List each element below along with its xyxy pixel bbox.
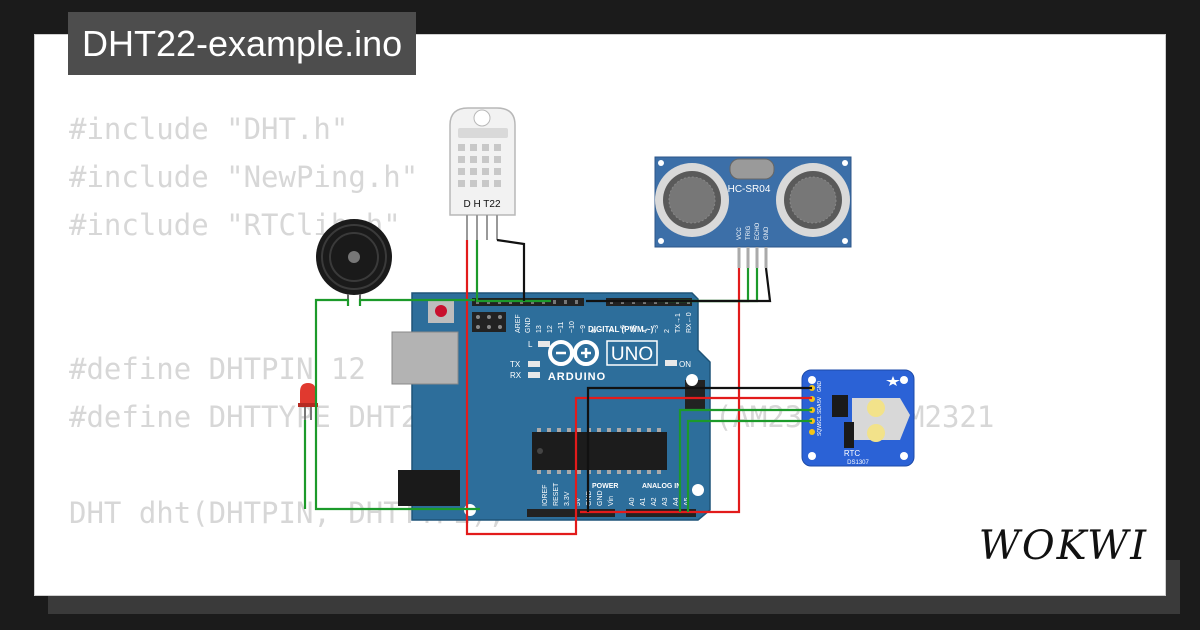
led-on-label: ON [679,360,691,369]
pin-a4: A4 [673,497,680,506]
sr04-pin-echo: ECHO [755,222,761,240]
led-rx [528,372,540,378]
pin-12: 12 [547,325,554,333]
wire-dht-vcc [465,240,812,536]
rtc-pin-5v: 5V [817,396,823,403]
pin-a1: A1 [640,497,647,506]
wire-sr04-vcc [580,268,741,514]
pin-5: ~5 [631,325,638,333]
sr04-label: HC-SR04 [728,184,771,195]
project-title: DHT22-example.ino [68,12,417,75]
wire-dht-gnd [496,238,526,301]
led-on [665,360,677,366]
uno-label: UNO [611,344,653,365]
led-l [538,341,550,347]
pin-gnd-1: GND [586,490,593,506]
sr04-pin-vcc: VCC [737,227,743,240]
pin-8: 8 [591,329,598,333]
analog-header-label: ANALOG IN [642,483,681,490]
wire-sr04-gnd [586,267,772,303]
wire-rtc-scl [686,419,812,512]
hc-sr04-sensor[interactable]: HC-SR04 VCC TRIG ECHO GND [654,156,852,268]
arduino-label: ARDUINO [548,371,606,383]
pin-aref: AREF [515,314,522,333]
code-line: #include "NewPing.h" [69,160,419,194]
pin-3: ~3 [653,325,660,333]
pin-4: 4 [642,329,649,333]
rtc-label: RTC [844,449,861,458]
pin-9: ~9 [580,325,587,333]
wire-buzzer-signal [314,298,480,511]
rtc-pin-sda: SDA [817,403,823,414]
rtc-sublabel: DS1307 [847,460,869,466]
pin-reset: RESET [553,482,560,506]
pin-6: ~6 [620,325,627,333]
rtc-pin-sqw: SQW [817,424,823,436]
pin-13: 13 [536,325,543,333]
rtc-ds1307-module[interactable]: GND 5V SDA SCL SQW RTC DS1307 [801,369,915,467]
led-tx [528,361,540,367]
led-tx-label: TX [510,360,521,369]
code-background: #include "DHT.h"#include "NewPing.h"#inc… [69,105,994,595]
pin-1: TX→1 [675,313,682,333]
buzzer[interactable] [316,219,392,306]
pin-11: ~11 [558,322,565,333]
dht22-label: D H T22 [463,199,500,210]
pin-vin: Vin [608,496,615,506]
pin-0: RX←0 [686,312,693,333]
wire-buzzer-gnd [358,298,475,306]
arduino-uno-board[interactable]: AREF GND 13 12 ~11 ~10 ~9 8 7 ~6 ~5 4 ~3… [391,292,711,521]
rtc-pin-gnd: GND [817,381,823,393]
sr04-pin-gnd: GND [764,226,770,240]
red-led[interactable] [298,383,318,420]
pin-10: ~10 [569,321,576,333]
pin-gnd: GND [525,317,532,333]
star-icon [886,376,900,386]
code-line: #define TRIGGER_PIN 3 [69,585,994,595]
led-rx-label: RX [510,371,522,380]
pin-2: 2 [664,329,671,333]
sr04-pin-trig: TRIG [746,225,752,240]
code-line: #define DHTPIN 12 [69,352,366,386]
pin-3v3: 3.3V [564,491,571,506]
pin-a0: A0 [629,497,636,506]
arduino-logo [548,340,599,366]
pin-a2: A2 [651,497,658,506]
power-header-label: POWER [592,483,618,490]
wire-rtc-sda [678,408,812,512]
led-l-label: L [528,340,533,349]
usb-port [391,331,459,385]
uno-badge [606,340,658,366]
wire-rtc-gnd [586,386,812,512]
power-jack [398,470,460,506]
pin-7: 7 [609,329,616,333]
pin-a3: A3 [662,497,669,506]
pin-5v: 5V [575,497,582,506]
wire-dht-data [475,240,551,303]
digital-header-label: DIGITAL (PWM ~) [588,325,654,334]
wokwi-logo: WOKWI [978,523,1148,569]
pin-ioref: IOREF [542,485,549,506]
pin-gnd-2: GND [597,490,604,506]
dht22-sensor[interactable]: D H T22 [449,107,516,240]
rtc-pin-scl: SCL [817,415,823,425]
atmega-chip [532,432,667,470]
wires [303,238,812,536]
code-line: #include "DHT.h" [69,112,349,146]
